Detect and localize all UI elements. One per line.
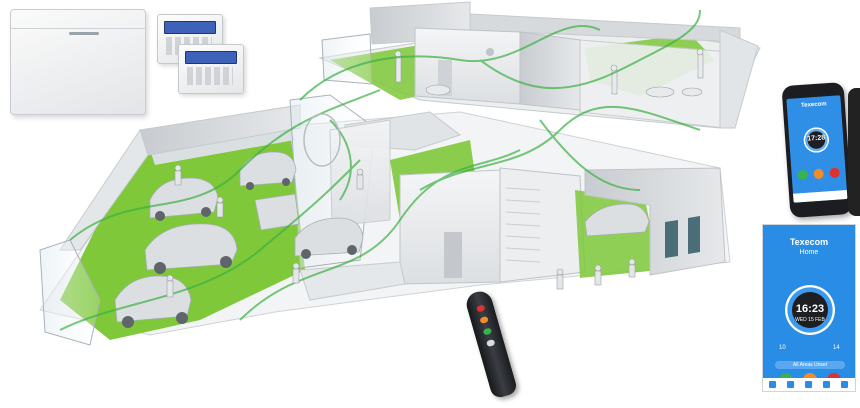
fob-arm-key[interactable]: [476, 304, 486, 313]
tablet-date: WED 15 FEB: [795, 317, 825, 323]
check-icon[interactable]: [823, 381, 830, 388]
tablet-dial: [777, 277, 843, 343]
tablet-status-banner: All Areas Unset: [775, 361, 845, 369]
keypad-screen: [164, 21, 216, 34]
keypad-front: [178, 44, 244, 94]
home-icon[interactable]: [769, 381, 776, 388]
signal-paths: [59, 9, 701, 331]
tablet-banner-text: All Areas Unset: [792, 362, 828, 368]
keypad-keys: [187, 67, 233, 85]
control-panel: [10, 9, 146, 115]
menu-icon[interactable]: [841, 381, 848, 388]
fob-aux-key[interactable]: [486, 339, 496, 348]
phone-app-screen: Texecom 17:28: [786, 95, 848, 203]
panel-logo-icon: [69, 32, 99, 35]
fob-unset-key[interactable]: [482, 327, 493, 336]
tablet: Texecom Home 16:23 WED 15 FEB 10 14 All …: [762, 224, 856, 392]
upper-floor: [318, 1, 761, 129]
tablet-time: 16:23: [795, 303, 825, 315]
keypad-screen: [185, 51, 237, 64]
phone-bottom-nav: [792, 190, 848, 203]
second-phone-edge: [848, 88, 860, 216]
smartphone: Texecom 17:28: [781, 81, 853, 219]
cars: [114, 151, 650, 323]
phone-app-brand: Texecom: [800, 101, 827, 109]
tablet-app-brand: Texecom: [789, 237, 829, 247]
fob-part-key[interactable]: [479, 315, 489, 324]
tablet-right-value: 14: [833, 345, 840, 351]
people: [166, 164, 636, 298]
phone-arm-button[interactable]: [829, 167, 840, 179]
panel-seam: [11, 28, 145, 29]
phone-part-arm-button[interactable]: [813, 168, 825, 180]
tablet-left-value: 10: [779, 345, 786, 351]
calendar-icon[interactable]: [787, 381, 794, 388]
phone-unset-button[interactable]: [797, 169, 809, 181]
tablet-bottom-nav: [763, 378, 855, 391]
tablet-status-bar: [763, 225, 855, 231]
wallet-icon[interactable]: [805, 381, 812, 388]
tablet-site-name: Home: [799, 249, 819, 256]
